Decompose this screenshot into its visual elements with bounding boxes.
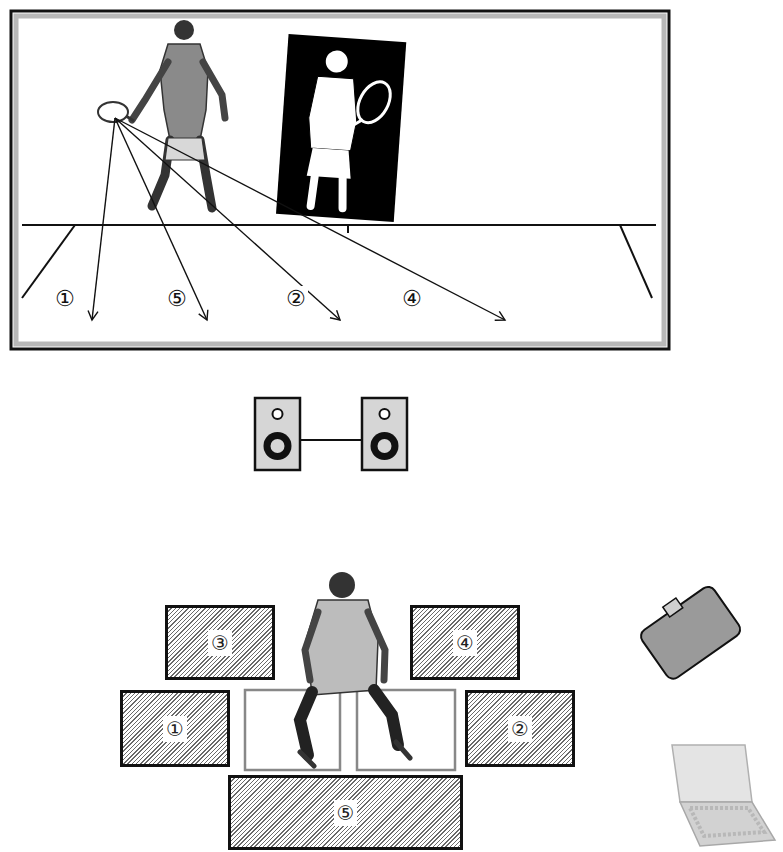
tablet-icon (633, 577, 743, 682)
pad-number: ③ (208, 630, 232, 656)
direction-number: ⑤ (165, 286, 189, 311)
hatched-pad: ① (120, 690, 230, 767)
direction-number: ② (284, 286, 308, 311)
speakers (255, 398, 407, 470)
screen-bezel (16, 16, 664, 344)
screen-frame (11, 11, 669, 349)
pad-number: ⑤ (334, 800, 358, 826)
opponent-figure (98, 20, 225, 208)
hatched-pad: ② (465, 690, 575, 767)
pad-number: ② (508, 716, 532, 742)
pad-number: ④ (453, 630, 477, 656)
player-photo (276, 34, 406, 222)
home-pad (245, 690, 340, 770)
laptop-icon (672, 745, 775, 846)
hatched-pad: ③ (165, 605, 275, 680)
direction-number: ① (53, 286, 77, 311)
home-pad (357, 690, 455, 770)
direction-number: ④ (400, 286, 424, 311)
hatched-pad: ⑤ (228, 775, 463, 850)
court-lines (22, 225, 656, 298)
pad-number: ① (163, 716, 187, 742)
hatched-pad: ④ (410, 605, 520, 680)
shot-arrows (92, 118, 505, 320)
user-figure (300, 572, 410, 766)
